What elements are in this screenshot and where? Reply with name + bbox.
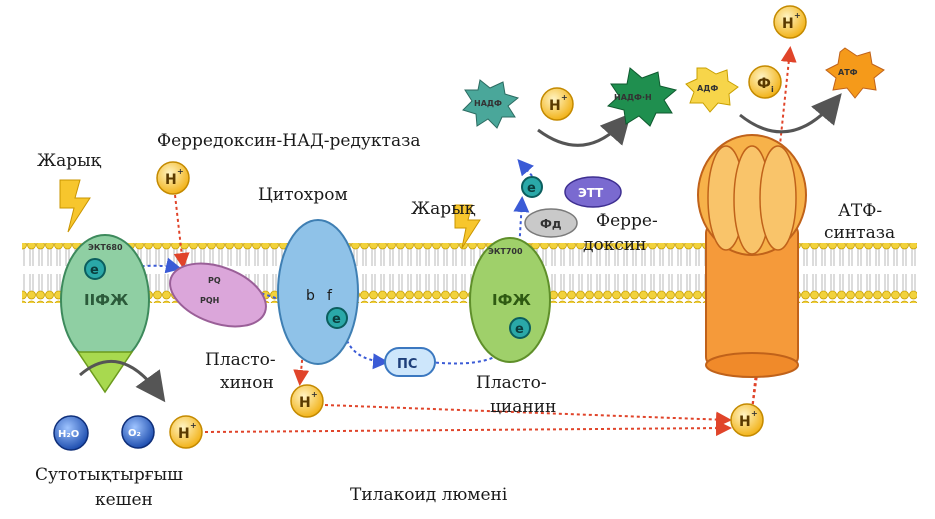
svg-text:НАДФ: НАДФ <box>474 99 502 108</box>
plastocyanin-label-1: Пласто- <box>476 373 547 393</box>
svg-text:+: + <box>311 390 318 399</box>
svg-text:ЭТТ: ЭТТ <box>578 186 604 200</box>
electron-icon <box>326 307 348 329</box>
svg-text:АТФ: АТФ <box>838 68 858 77</box>
psii-label: IIФЖ <box>84 291 129 309</box>
svg-text:Ф: Ф <box>757 76 771 92</box>
nadph-icon: НАДФ·Н <box>606 67 678 127</box>
atp-icon: АТФ <box>825 47 885 99</box>
p680-label: ЭКТ680 <box>88 243 123 252</box>
svg-text:+: + <box>190 421 197 430</box>
atp-synthase-label-1: АТФ- <box>838 201 882 221</box>
lightning-icon <box>59 179 91 233</box>
ett-complex: ЭТТ <box>564 176 622 208</box>
photosystem-i: ЭКТ700 IФЖ e <box>469 237 551 363</box>
plastoquinone-label-2: хинон <box>220 373 274 393</box>
svg-text:H: H <box>739 414 751 430</box>
svg-text:PQ: PQ <box>208 276 221 285</box>
electron-icon <box>509 317 531 339</box>
proton-icon: H + <box>773 5 807 39</box>
svg-text:НАДФ·Н: НАДФ·Н <box>614 93 652 102</box>
proton-icon: H + <box>156 161 190 195</box>
cytochrome-bf: b f e <box>277 219 359 365</box>
svg-text:ПС: ПС <box>397 357 417 372</box>
svg-text:H: H <box>299 395 311 411</box>
svg-text:e: e <box>332 312 341 327</box>
svg-text:H: H <box>549 98 561 114</box>
svg-text:АДФ: АДФ <box>697 84 718 93</box>
proton-icon: H + <box>290 384 324 418</box>
plastocyanin: ПС <box>384 347 436 377</box>
light-label-left: Жарық <box>37 151 102 171</box>
water-complex-label-2: кешен <box>95 490 153 510</box>
p700-label: ЭКТ700 <box>488 247 523 256</box>
oxygen-icon: O₂ <box>121 415 155 449</box>
ferredoxin: Фд <box>524 208 578 238</box>
fnr-label: Ферредоксин-НАД-редуктаза <box>157 131 421 151</box>
svg-text:i: i <box>771 85 774 94</box>
svg-text:Фд: Фд <box>540 217 562 231</box>
nadp-icon: НАДФ <box>462 79 520 129</box>
ferredoxin-label-2: доксин <box>583 235 647 255</box>
atp-synthase-label-2: синтаза <box>824 223 895 243</box>
svg-text:O₂: O₂ <box>128 428 141 439</box>
electron-icon <box>84 258 106 280</box>
lightning-icon <box>454 204 481 249</box>
svg-text:PQH: PQH <box>200 296 219 305</box>
plastoquinone-label-1: Пласто- <box>205 350 276 370</box>
proton-icon: H + <box>540 87 574 121</box>
proton-icon: H + <box>730 403 764 437</box>
ferredoxin-label-1: Ферре- <box>596 211 658 231</box>
plastocyanin-label-2: цианин <box>490 397 556 417</box>
svg-text:f: f <box>327 288 333 304</box>
svg-text:+: + <box>177 167 184 176</box>
electron-icon <box>521 176 543 198</box>
svg-text:H₂O: H₂O <box>58 429 79 440</box>
svg-text:+: + <box>561 93 568 102</box>
proton-icon: H + <box>169 415 203 449</box>
reaction-arrows <box>79 93 842 403</box>
atp-synthase <box>697 134 807 378</box>
svg-text:e: e <box>515 322 524 337</box>
light-label-right: Жарық <box>411 199 476 219</box>
svg-text:H: H <box>165 172 177 188</box>
svg-text:e: e <box>527 181 536 196</box>
svg-text:H: H <box>178 426 190 442</box>
psi-label: IФЖ <box>492 291 531 309</box>
svg-text:e: e <box>90 263 99 278</box>
water-icon: H₂O <box>53 415 89 451</box>
svg-text:+: + <box>751 409 758 418</box>
svg-text:+: + <box>794 11 801 20</box>
cytochrome-label: Цитохром <box>258 185 348 205</box>
plastoquinone: PQ PQH <box>169 262 267 328</box>
svg-text:H: H <box>782 16 794 32</box>
svg-text:b: b <box>306 288 315 304</box>
lumen-label: Тилакоид люмені <box>350 485 508 505</box>
phosphate-icon: Ф i <box>748 65 782 99</box>
adp-icon: АДФ <box>685 67 739 113</box>
water-complex-label-1: Сутотықтырғыш <box>35 465 183 485</box>
